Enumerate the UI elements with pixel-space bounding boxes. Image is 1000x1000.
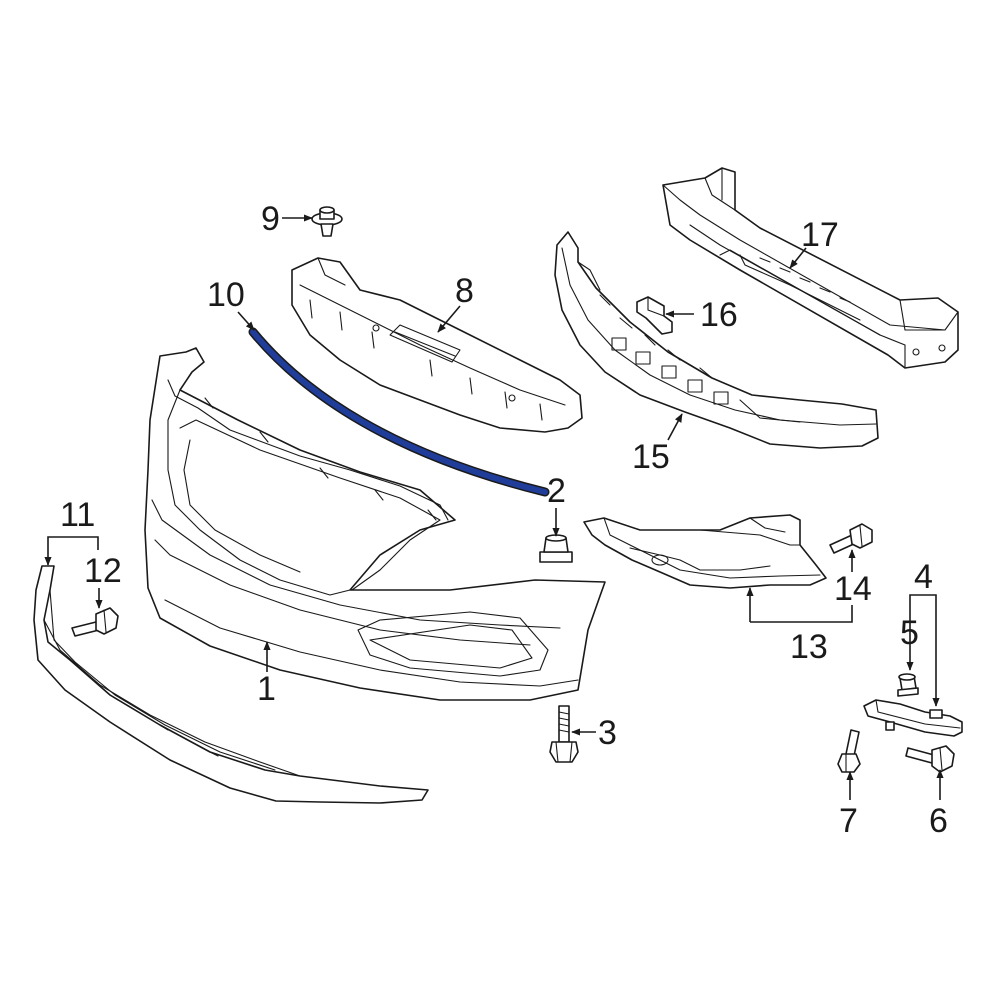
leader-8 [437,305,461,333]
leader-4-left [906,594,924,671]
leader-15 [667,413,683,441]
leader-17 [789,247,807,269]
part-2-retainer[interactable] [539,534,573,563]
callouts: 1 2 3 4 5 6 7 8 9 10 11 12 13 14 15 16 1… [60,200,948,840]
callout-16: 16 [700,296,738,334]
callout-15: 15 [632,438,670,476]
leader-11-right [76,536,99,550]
part-17-reinforcement-beam[interactable] [662,167,959,369]
part-6-screw[interactable] [905,745,955,773]
part-16-bracket[interactable] [636,296,673,335]
callout-1: 1 [257,670,276,708]
callout-7: 7 [839,802,858,840]
leader-4-right [924,594,940,707]
callout-6: 6 [929,802,948,840]
part-4-lower-bracket[interactable] [863,699,963,737]
part-12-bolt[interactable] [71,607,119,637]
part-5-clip[interactable] [897,673,919,697]
highlight-stripe [250,329,548,495]
callout-5: 5 [900,614,919,652]
callout-17: 17 [801,216,839,254]
callout-3: 3 [598,714,617,752]
part-10-molding-strip[interactable] [248,327,550,497]
part-3-bolt[interactable] [549,705,579,763]
part-14-bolt[interactable] [829,523,873,554]
part-11-lower-deflector[interactable] [33,565,429,804]
callout-13: 13 [790,628,828,666]
leader-11-left [44,536,76,566]
part-8-upper-support[interactable] [291,257,583,433]
callout-2: 2 [547,472,566,510]
callout-4: 4 [914,558,933,596]
callout-11: 11 [60,496,95,534]
part-15-energy-absorber[interactable] [554,231,879,449]
callout-10: 10 [207,276,245,314]
part-9-clip[interactable] [311,206,343,237]
callout-12: 12 [84,552,122,590]
part-7-screw[interactable] [837,729,861,773]
callout-8: 8 [455,272,474,310]
leader-10 [237,311,255,331]
callout-14: 14 [834,570,872,608]
leader-13 [750,605,853,623]
part-13-side-bracket[interactable] [583,514,827,589]
callout-9: 9 [261,200,280,238]
part-1-bumper-cover[interactable] [144,347,606,701]
leader-lines [44,214,944,800]
